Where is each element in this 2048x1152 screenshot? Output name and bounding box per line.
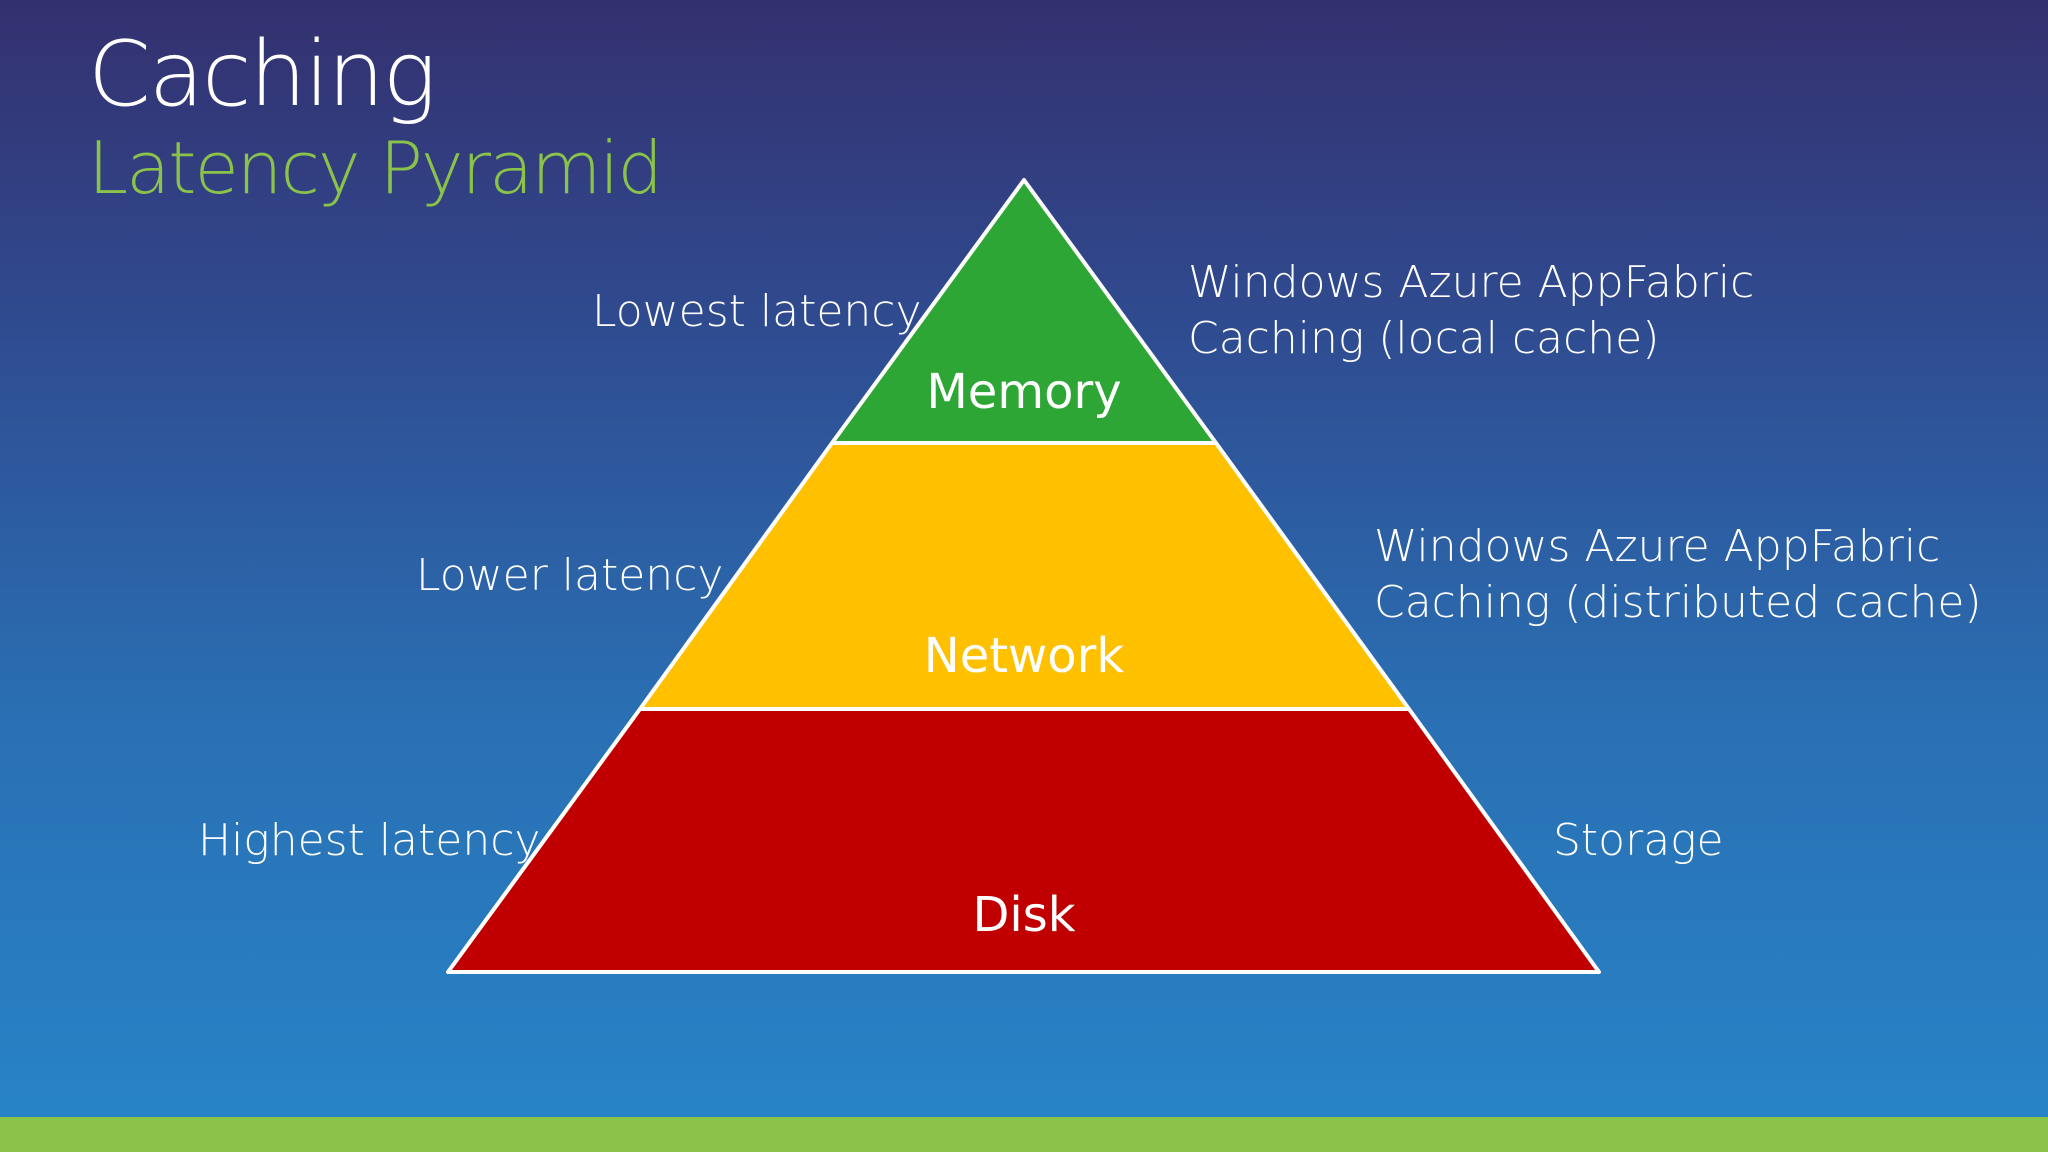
bottom-accent-bar	[0, 1117, 2048, 1152]
tier-description-memory-line-1: Windows Azure AppFabric	[1188, 257, 1755, 308]
slide-subtitle: Latency Pyramid	[88, 126, 663, 210]
tier-description-network: Windows Azure AppFabric Caching (distrib…	[1374, 519, 1982, 631]
tier-description-network-line-2: Caching (distributed cache)	[1374, 577, 1982, 628]
latency-label-lower: Lower latency	[416, 550, 724, 601]
tier-description-memory: Windows Azure AppFabric Caching (local c…	[1188, 255, 1754, 367]
pyramid-tier-disk	[446, 707, 1601, 974]
latency-label-lowest: Lowest latency	[592, 286, 922, 337]
tier-description-disk: Storage	[1553, 815, 1724, 866]
tier-label-network: Network	[923, 628, 1125, 684]
latency-label-highest: Highest latency	[198, 815, 541, 866]
tier-label-memory: Memory	[926, 364, 1122, 420]
tier-label-disk: Disk	[972, 887, 1076, 943]
tier-description-memory-line-2: Caching (local cache)	[1188, 313, 1660, 364]
slide-title: Caching	[88, 22, 437, 127]
tier-description-network-line-1: Windows Azure AppFabric	[1374, 521, 1941, 572]
